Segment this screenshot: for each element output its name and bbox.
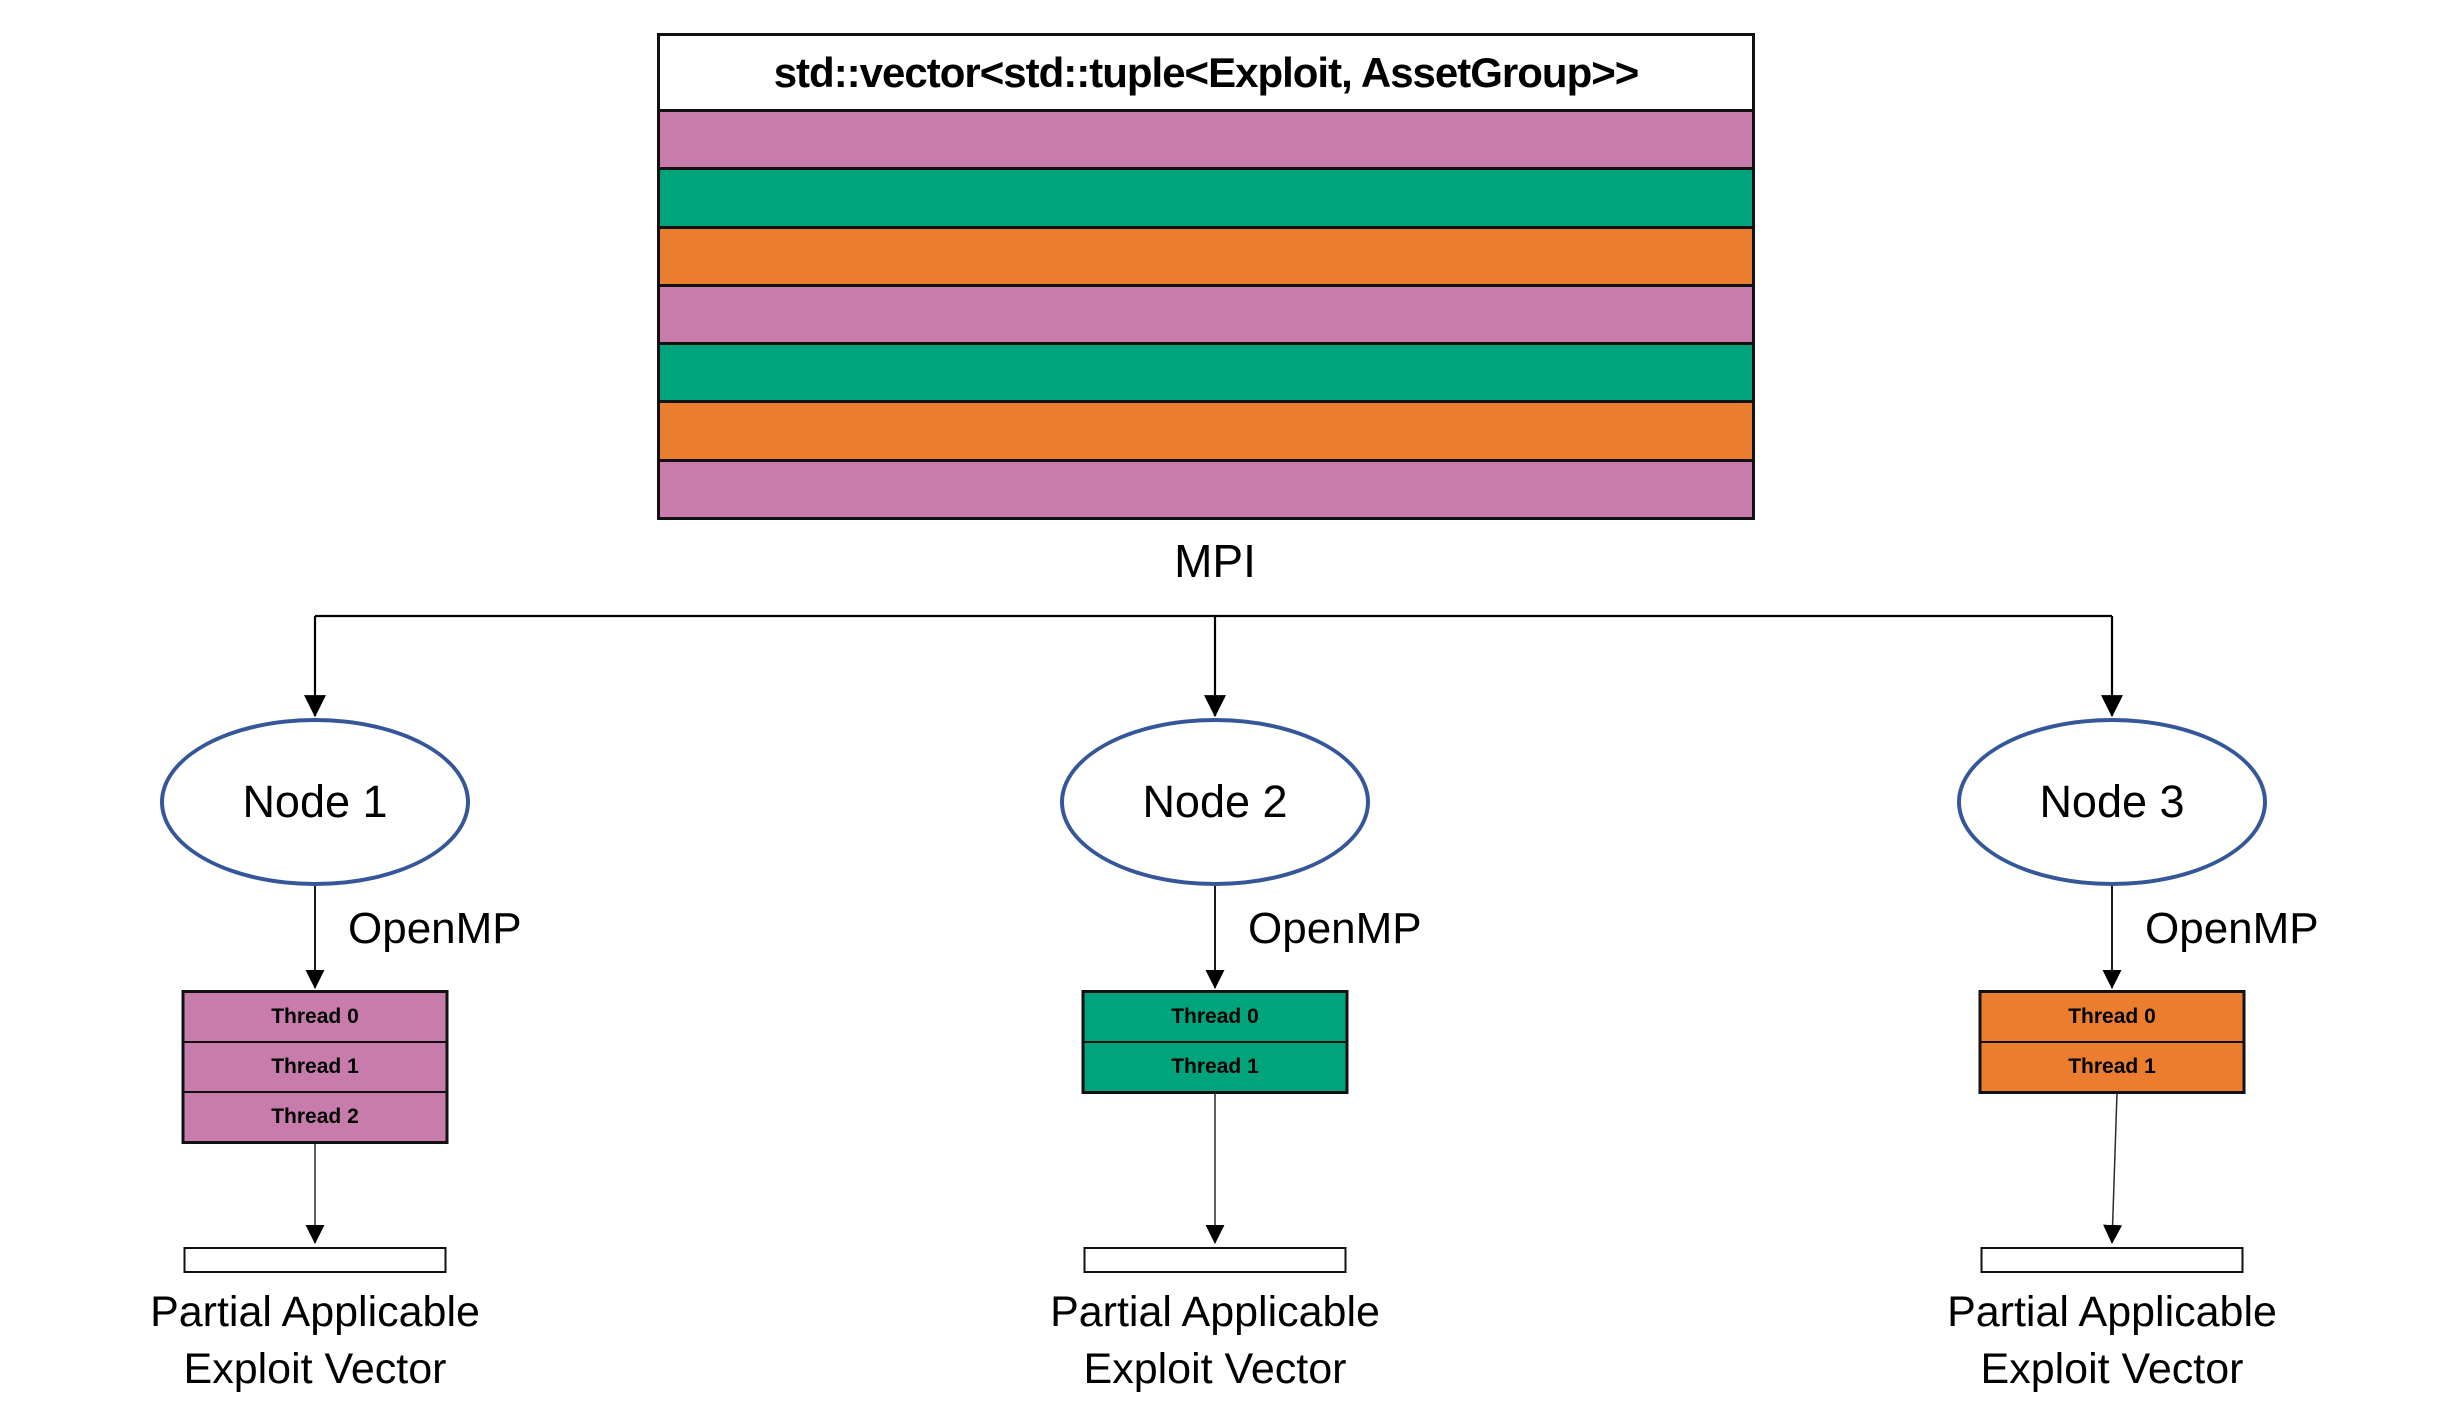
openmp-label-node2: OpenMP bbox=[1248, 904, 1422, 953]
node1-thread-2: Thread 2 bbox=[184, 1091, 446, 1141]
node3-output-caption-line2: Exploit Vector bbox=[1980, 1345, 2244, 1393]
node2-thread-0: Thread 0 bbox=[1084, 993, 1346, 1041]
vector-stripe-1 bbox=[660, 109, 1752, 168]
vector-stripe-3 bbox=[660, 225, 1752, 284]
vector-stripe-4 bbox=[660, 283, 1752, 343]
vector-stripe-7 bbox=[660, 458, 1752, 517]
vector-title: std::vector<std::tuple<Exploit, AssetGro… bbox=[660, 36, 1752, 109]
mpi-label: MPI bbox=[1174, 535, 1256, 587]
node3-output-caption: Partial Applicable Exploit Vector bbox=[1892, 1284, 2332, 1398]
vector-stripe-2 bbox=[660, 167, 1752, 226]
openmp-label-node3: OpenMP bbox=[2145, 904, 2319, 953]
node3-thread-stack: Thread 0 Thread 1 bbox=[1978, 990, 2246, 1094]
vector-stripe-6 bbox=[660, 400, 1752, 459]
node1-thread-0: Thread 0 bbox=[184, 993, 446, 1041]
tuple-vector-box: std::vector<std::tuple<Exploit, AssetGro… bbox=[657, 33, 1755, 520]
node2-column: Node 2 OpenMP Thread 0 Thread 1 Partial … bbox=[995, 718, 1435, 1408]
node1-thread-1: Thread 1 bbox=[184, 1041, 446, 1091]
node2-output-caption: Partial Applicable Exploit Vector bbox=[995, 1284, 1435, 1398]
node3-output-caption-line1: Partial Applicable bbox=[1947, 1288, 2277, 1336]
node3-column: Node 3 OpenMP Thread 0 Thread 1 Partial … bbox=[1892, 718, 2332, 1408]
node3-output-box bbox=[1980, 1247, 2244, 1273]
node1-output-caption-line1: Partial Applicable bbox=[150, 1288, 480, 1336]
node1-ellipse: Node 1 bbox=[160, 718, 470, 886]
node1-thread-stack: Thread 0 Thread 1 Thread 2 bbox=[181, 990, 449, 1144]
node1-output-caption: Partial Applicable Exploit Vector bbox=[95, 1284, 535, 1398]
node2-output-caption-line2: Exploit Vector bbox=[1083, 1345, 1347, 1393]
node2-thread-1: Thread 1 bbox=[1084, 1041, 1346, 1091]
node1-column: Node 1 OpenMP Thread 0 Thread 1 Thread 2… bbox=[95, 718, 535, 1408]
node3-thread-0: Thread 0 bbox=[1981, 993, 2243, 1041]
openmp-label-node1: OpenMP bbox=[348, 904, 522, 953]
node1-output-box bbox=[183, 1247, 447, 1273]
node2-output-caption-line1: Partial Applicable bbox=[1050, 1288, 1380, 1336]
node1-label: Node 1 bbox=[242, 776, 388, 827]
node2-output-box bbox=[1083, 1247, 1347, 1273]
node3-label: Node 3 bbox=[2039, 776, 2185, 827]
node2-thread-stack: Thread 0 Thread 1 bbox=[1081, 990, 1349, 1094]
node2-label: Node 2 bbox=[1142, 776, 1288, 827]
vector-stripe-5 bbox=[660, 342, 1752, 401]
node3-thread-1: Thread 1 bbox=[1981, 1041, 2243, 1091]
node3-ellipse: Node 3 bbox=[1957, 718, 2267, 886]
node2-ellipse: Node 2 bbox=[1060, 718, 1370, 886]
node1-output-caption-line2: Exploit Vector bbox=[183, 1345, 447, 1393]
